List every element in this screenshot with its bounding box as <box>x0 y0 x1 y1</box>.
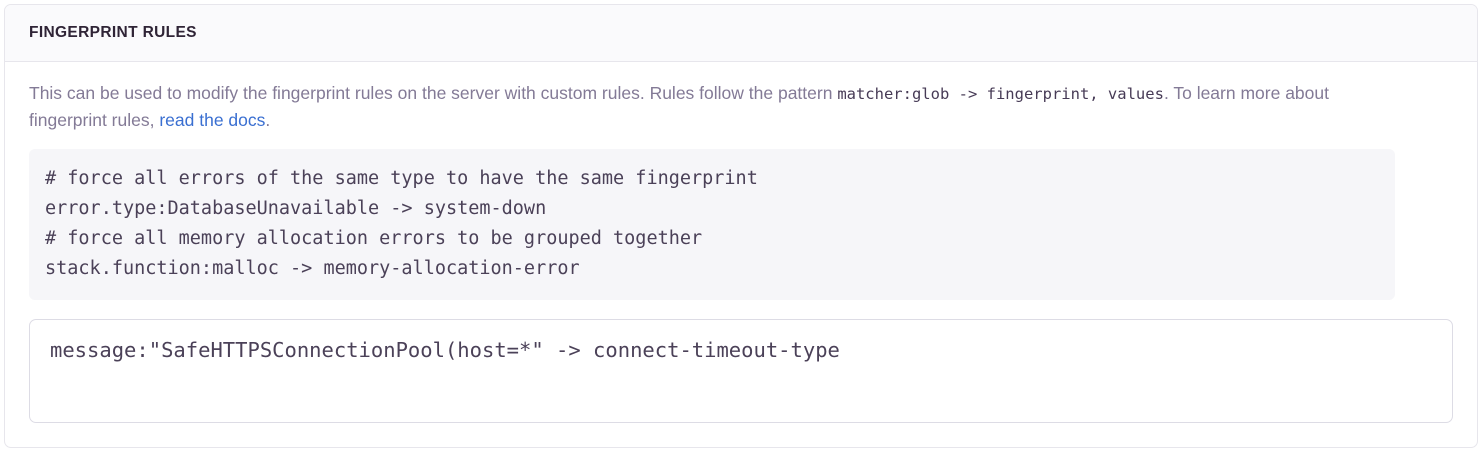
read-the-docs-link[interactable]: read the docs <box>159 110 266 130</box>
description-middle: . To learn more about fingerprint rules, <box>29 83 1329 130</box>
fingerprint-rules-input[interactable] <box>29 318 1453 423</box>
example-rules-code-block: # force all errors of the same type to h… <box>29 149 1395 300</box>
description-lead: This can be used to modify the fingerpri… <box>29 83 838 103</box>
panel-body: This can be used to modify the fingerpri… <box>5 62 1477 423</box>
inline-code-pattern: matcher:glob -> fingerprint, values <box>837 85 1164 103</box>
panel-header: FINGERPRINT RULES <box>5 5 1477 62</box>
fingerprint-rules-panel: FINGERPRINT RULES This can be used to mo… <box>4 4 1478 448</box>
description-tail: . <box>265 110 271 130</box>
description-text: This can be used to modify the fingerpri… <box>29 80 1381 133</box>
page-title: FINGERPRINT RULES <box>29 24 197 41</box>
